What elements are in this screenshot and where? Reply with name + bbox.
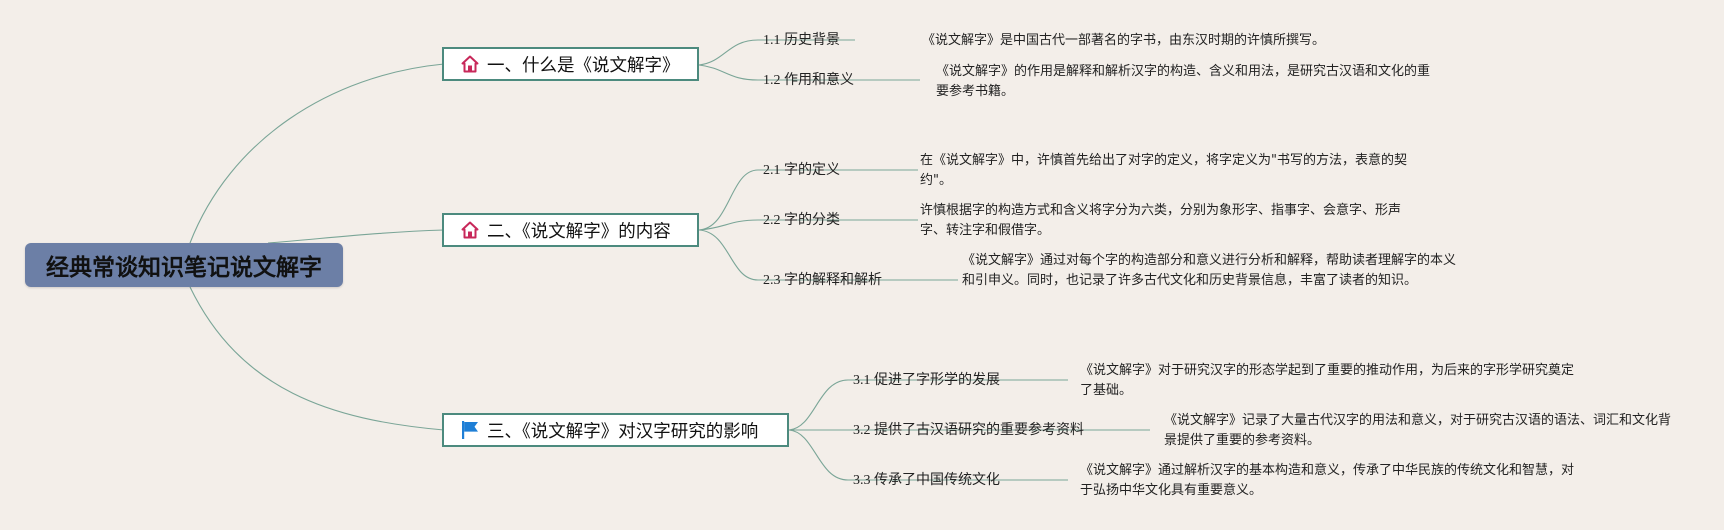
- root-title: 经典常谈知识笔记说文解字: [46, 255, 322, 281]
- subtopic-2-3-desc: 《说文解字》通过对每个字的构造部分和意义进行分析和解释，帮助读者理解字的本义和引…: [962, 253, 1457, 288]
- subtopic-1-1[interactable]: 1.1 历史背景: [763, 33, 840, 48]
- topic-3-title: 三、《说文解字》对汉字研究的影响: [487, 421, 759, 442]
- topic-2-title: 二、《说文解字》的内容: [487, 221, 671, 242]
- subtopic-1-1-desc: 《说文解字》是中国古代一部著名的字书，由东汉时期的许慎所撰写。: [922, 33, 1326, 48]
- topic-2[interactable]: 二、《说文解字》的内容: [442, 213, 699, 247]
- connector-root-topic-3: [189, 286, 445, 431]
- subtopic-1-2[interactable]: 1.2 作用和意义: [763, 73, 854, 88]
- subtopic-3-3[interactable]: 3.3 传承了中国传统文化: [853, 473, 1000, 488]
- connector-topic-3-child-1: [788, 379, 1068, 431]
- topic-3[interactable]: 三、《说文解字》对汉字研究的影响: [442, 413, 789, 447]
- topic-1[interactable]: 一、什么是《说文解字》: [442, 47, 699, 81]
- subtopic-2-2-desc: 许慎根据字的构造方式和含义将字分为六类，分别为象形字、指事字、会意字、形声字、转…: [920, 203, 1402, 238]
- connector-topic-3-child-3: [788, 429, 1068, 481]
- subtopic-3-2-desc: 《说文解字》记录了大量古代汉字的用法和意义，对于研究古汉语的语法、词汇和文化背景…: [1164, 413, 1672, 448]
- house-icon: [459, 53, 481, 75]
- subtopic-2-1[interactable]: 2.1 字的定义: [763, 163, 840, 178]
- connector-topic-2-child-1: [698, 169, 918, 231]
- topic-1-title: 一、什么是《说文解字》: [487, 55, 680, 76]
- connector-topic-1-child-1: [698, 39, 855, 66]
- subtopic-3-2[interactable]: 3.2 提供了古汉语研究的重要参考资料: [853, 423, 1084, 438]
- subtopic-3-1-desc: 《说文解字》对于研究汉字的形态学起到了重要的推动作用，为后来的字形学研究奠定了基…: [1080, 363, 1575, 398]
- subtopic-2-3[interactable]: 2.3 字的解释和解析: [763, 273, 882, 288]
- connector-root-topic-1: [189, 63, 445, 244]
- connector-topic-2-child-2: [698, 219, 918, 231]
- connector-topic-2-child-3: [698, 229, 958, 281]
- subtopic-2-2[interactable]: 2.2 字的分类: [763, 213, 840, 228]
- flag-icon: [459, 419, 481, 441]
- connector-root-topic-2: [267, 229, 445, 244]
- subtopic-1-2-desc: 《说文解字》的作用是解释和解析汉字的构造、含义和用法，是研究古汉语和文化的重要参…: [936, 64, 1431, 99]
- house-icon: [459, 219, 481, 241]
- root-topic[interactable]: 经典常谈知识笔记说文解字: [25, 243, 343, 287]
- subtopic-2-1-desc: 在《说文解字》中，许慎首先给出了对字的定义，将字定义为"书写的方法，表意的契约"…: [920, 153, 1407, 188]
- subtopic-3-3-desc: 《说文解字》通过解析汉字的基本构造和意义，传承了中华民族的传统文化和智慧，对于弘…: [1080, 463, 1575, 498]
- connector-topic-1-child-2: [698, 64, 920, 81]
- subtopic-3-1[interactable]: 3.1 促进了字形学的发展: [853, 373, 1000, 388]
